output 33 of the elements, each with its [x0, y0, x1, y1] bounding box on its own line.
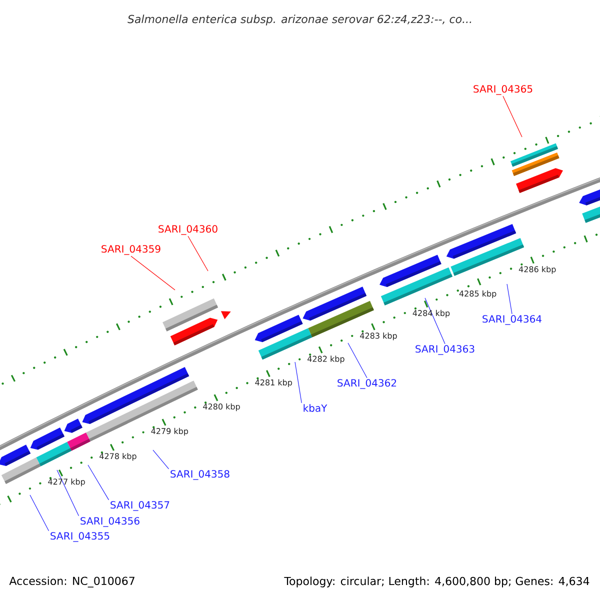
scale-label: 4279 kbp: [151, 428, 188, 436]
title: Salmonella enterica subsp. arizonae serovar 62:z4,z23:--, co...: [128, 14, 472, 26]
scale-label: 4283 kbp: [360, 332, 397, 340]
gene-label: SARI_04362: [338, 379, 396, 389]
gene-label: SARI_04360: [158, 225, 218, 235]
leader-line: [188, 236, 208, 272]
leader-line: [348, 342, 368, 378]
leader-line: [294, 362, 302, 404]
gene-label: SARI_04359: [102, 245, 160, 255]
gene-label: SARI_04355: [50, 532, 110, 542]
gene-label: SARI_04364: [482, 315, 542, 325]
footer-text: Topology: circular; Length: 4,600,800 bp; Genes: 4,634: [284, 576, 590, 588]
scale-label: 4285 kbp: [459, 290, 496, 298]
footer-text: Accession: NC_010067: [9, 576, 134, 588]
scale-label: 4281 kbp: [255, 379, 292, 387]
scale-label: 4280 kbp: [203, 403, 240, 412]
gene-label: SARI_04358: [170, 470, 230, 480]
leader-line: [506, 284, 512, 314]
scale-label: 4278 kbp: [100, 452, 136, 461]
leader-line: [130, 256, 176, 290]
gene-label: SARI_04363: [416, 345, 474, 355]
gene-label: SARI_04365: [474, 85, 532, 95]
leader-line: [502, 96, 522, 138]
gene-label: SARI_04357: [110, 501, 170, 511]
leader-line: [56, 470, 80, 516]
gene-label: kbaY: [304, 404, 328, 412]
scale-label: 4282 kbp: [308, 356, 344, 364]
scale-label: 4286 kbp: [518, 266, 556, 274]
leader-line: [424, 298, 446, 344]
leader-line: [152, 450, 170, 470]
gene-label: SARI_04356: [80, 517, 140, 527]
leader-line: [30, 494, 50, 532]
leader-line: [88, 464, 110, 500]
